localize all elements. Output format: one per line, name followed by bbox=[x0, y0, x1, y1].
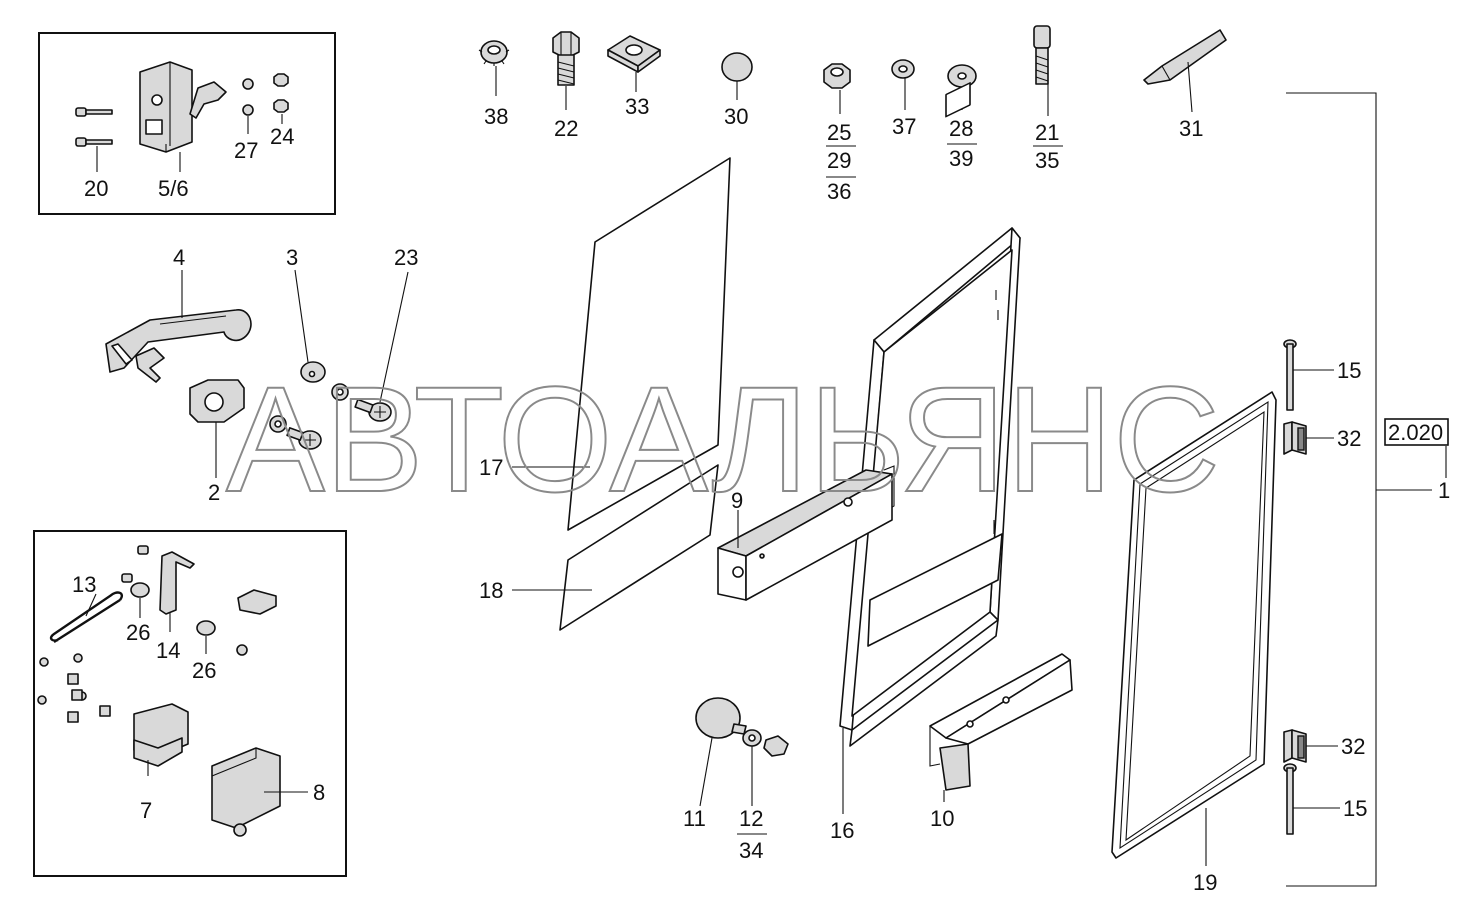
latch-parts-icon bbox=[37, 545, 281, 837]
square-nut-icon bbox=[607, 35, 661, 73]
label-31: 31 bbox=[1179, 116, 1203, 141]
bracket-icon bbox=[929, 653, 1073, 791]
assembly-bracket bbox=[1286, 92, 1377, 887]
label-9: 9 bbox=[731, 488, 743, 513]
label-17: 17 bbox=[479, 455, 503, 480]
label-34: 34 bbox=[739, 838, 763, 863]
label-16: 16 bbox=[830, 818, 854, 843]
washer-icon bbox=[300, 361, 326, 383]
inset-box-latch bbox=[33, 530, 347, 877]
label-4: 4 bbox=[173, 245, 185, 270]
nut-icon bbox=[823, 63, 851, 89]
label-10: 10 bbox=[930, 806, 954, 831]
label-27: 27 bbox=[234, 138, 258, 163]
label-12: 12 bbox=[739, 806, 763, 831]
label-26a: 26 bbox=[126, 620, 150, 645]
door-handle-icon bbox=[105, 309, 252, 383]
label-25: 25 bbox=[827, 120, 851, 145]
cap-icon bbox=[721, 52, 753, 82]
label-23: 23 bbox=[394, 245, 418, 270]
label-22: 22 bbox=[554, 116, 578, 141]
label-19: 19 bbox=[1193, 870, 1217, 895]
escutcheon-icon bbox=[189, 379, 245, 423]
washer-icon bbox=[947, 64, 977, 88]
label-32a: 32 bbox=[1337, 426, 1361, 451]
label-32b: 32 bbox=[1341, 734, 1365, 759]
inset-box-lock bbox=[38, 32, 336, 215]
glass-pane-icon bbox=[559, 464, 719, 631]
channel-icon bbox=[717, 469, 893, 601]
label-5-6: 5/6 bbox=[158, 176, 189, 201]
label-11: 11 bbox=[683, 806, 706, 831]
reference-label: 2.020 bbox=[1388, 420, 1443, 445]
label-3: 3 bbox=[286, 245, 298, 270]
pin-icon bbox=[1283, 339, 1297, 411]
nut-washer-icon bbox=[242, 73, 289, 116]
seal-icon bbox=[1111, 391, 1277, 859]
label-24: 24 bbox=[270, 124, 294, 149]
hinge-icon bbox=[1283, 421, 1307, 455]
label-39: 39 bbox=[949, 146, 973, 171]
label-35: 35 bbox=[1035, 148, 1059, 173]
tube-icon bbox=[1143, 29, 1227, 85]
label-2: 2 bbox=[208, 480, 220, 505]
lock-washer-icon bbox=[478, 40, 510, 66]
label-21: 21 bbox=[1035, 120, 1059, 145]
label-38: 38 bbox=[484, 104, 508, 129]
label-29: 29 bbox=[827, 148, 851, 173]
knob-icon bbox=[695, 697, 789, 757]
label-30: 30 bbox=[724, 104, 748, 129]
label-7: 7 bbox=[140, 798, 152, 823]
label-15b: 15 bbox=[1343, 796, 1367, 821]
label-20: 20 bbox=[84, 176, 108, 201]
label-14: 14 bbox=[156, 638, 180, 663]
pin-icon bbox=[1283, 763, 1297, 835]
screw-icon bbox=[269, 383, 392, 450]
label-33: 33 bbox=[625, 94, 649, 119]
label-37: 37 bbox=[892, 114, 916, 139]
hinge-icon bbox=[1283, 729, 1307, 763]
label-8: 8 bbox=[313, 780, 325, 805]
label-18: 18 bbox=[479, 578, 503, 603]
watermark: АВТОАЛЬЯНС bbox=[226, 355, 1220, 523]
screw-icon bbox=[75, 107, 113, 147]
hex-bolt-icon bbox=[552, 31, 580, 86]
reference-box bbox=[1384, 418, 1449, 446]
lock-body-icon bbox=[139, 61, 227, 153]
label-28: 28 bbox=[949, 116, 973, 141]
label-1: 1 bbox=[1438, 478, 1450, 503]
label-26b: 26 bbox=[192, 658, 216, 683]
glass-pane-icon bbox=[567, 157, 731, 531]
washer-icon bbox=[891, 59, 915, 79]
label-36: 36 bbox=[827, 179, 851, 204]
socket-screw-icon bbox=[1033, 25, 1051, 85]
label-15a: 15 bbox=[1337, 358, 1361, 383]
label-13: 13 bbox=[72, 572, 96, 597]
